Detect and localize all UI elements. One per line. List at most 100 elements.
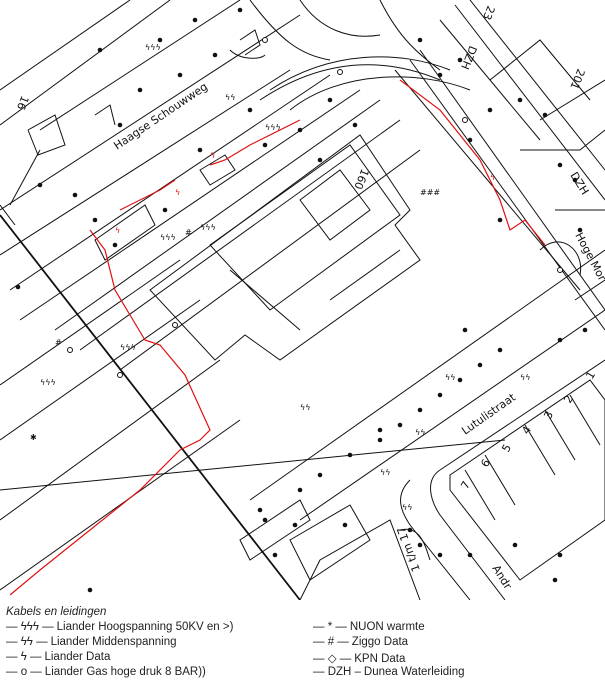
hash-icon: — # — bbox=[313, 636, 349, 648]
svg-text:ϟ: ϟ bbox=[490, 173, 495, 182]
pole-marker bbox=[417, 37, 423, 43]
legend-item-gas: — o —Liander Gas hoge druk 8 BAR)) bbox=[6, 666, 206, 678]
circle-icon: — o — bbox=[6, 666, 42, 678]
svg-text:ϟϟϟ: ϟϟϟ bbox=[160, 233, 176, 242]
pole-marker bbox=[197, 147, 203, 153]
legend-item-ziggo: — # —Ziggo Data bbox=[313, 636, 408, 648]
svg-text:ϟϟ: ϟϟ bbox=[300, 403, 311, 412]
pole-marker bbox=[347, 452, 353, 458]
svg-text:###: ### bbox=[420, 188, 440, 197]
buildings bbox=[0, 134, 605, 600]
pole-marker bbox=[15, 284, 21, 290]
building-label-201: 201 bbox=[567, 67, 587, 91]
pole-marker bbox=[137, 87, 143, 93]
asterisk-icon: — * — bbox=[313, 621, 347, 633]
gas-marker bbox=[557, 267, 563, 273]
pole-marker bbox=[257, 507, 263, 513]
pole-marker bbox=[377, 437, 383, 443]
pole-marker bbox=[487, 107, 493, 113]
pole-markers bbox=[15, 7, 588, 593]
pole-marker bbox=[327, 97, 333, 103]
svg-text:ϟϟ: ϟϟ bbox=[520, 373, 531, 382]
pole-marker bbox=[497, 347, 503, 353]
svg-text:ϟ: ϟ bbox=[210, 151, 215, 160]
pole-marker bbox=[292, 522, 298, 528]
legend-label: Liander Gas hoge druk 8 BAR)) bbox=[44, 666, 206, 678]
pole-marker bbox=[162, 207, 168, 213]
svg-text:ϟ: ϟ bbox=[115, 226, 120, 235]
pole-marker bbox=[237, 7, 243, 13]
network-label-dzh-2: DZH bbox=[567, 170, 591, 197]
pole-marker bbox=[112, 242, 118, 248]
svg-text:ϟϟ: ϟϟ bbox=[445, 373, 456, 382]
gas-marker bbox=[67, 347, 73, 353]
gas-marker bbox=[172, 322, 178, 328]
legend-item-dunea: — DZH –Dunea Waterleiding bbox=[313, 666, 465, 678]
pole-marker bbox=[262, 517, 268, 523]
legend-label: Liander Hoogspanning 50KV en >) bbox=[56, 621, 234, 633]
pole-marker bbox=[542, 112, 548, 118]
pole-marker bbox=[317, 472, 323, 478]
pole-marker bbox=[497, 217, 503, 223]
legend-label: Liander Middenspanning bbox=[50, 636, 177, 648]
diamond-icon: — ◇ — bbox=[313, 653, 352, 665]
pole-marker bbox=[157, 37, 163, 43]
building-label-16: 16 bbox=[14, 94, 31, 112]
pole-marker bbox=[457, 57, 463, 63]
pole-marker bbox=[377, 427, 383, 433]
legend: Kabels en leidingen — ϟϟϟ —Liander Hoogs… bbox=[6, 606, 605, 686]
pole-marker bbox=[467, 137, 473, 143]
legend-label: KPN Data bbox=[354, 653, 406, 665]
building-label-23: 23 bbox=[480, 4, 497, 22]
house-number-4: 4 bbox=[519, 424, 534, 437]
legend-label: Dunea Waterleiding bbox=[363, 666, 465, 678]
dzh-label-icon: — DZH – bbox=[313, 666, 361, 678]
gas-marker bbox=[262, 37, 268, 43]
svg-text:ϟϟ: ϟϟ bbox=[225, 93, 236, 102]
legend-label: Ziggo Data bbox=[351, 636, 409, 648]
svg-text:ϟϟϟ: ϟϟϟ bbox=[265, 123, 281, 132]
legend-item-kpn: — ◇ —KPN Data bbox=[313, 651, 405, 665]
legend-label: NUON warmte bbox=[349, 621, 425, 633]
pole-marker bbox=[37, 182, 43, 188]
pole-marker bbox=[477, 362, 483, 368]
svg-text:ϟϟϟ: ϟϟϟ bbox=[40, 378, 56, 387]
pole-marker bbox=[572, 177, 578, 183]
pole-marker bbox=[557, 337, 563, 343]
svg-text:ϟϟϟ: ϟϟϟ bbox=[120, 343, 136, 352]
pole-marker bbox=[192, 17, 198, 23]
street-label-lutulistraat: Lutulistraat bbox=[459, 390, 518, 437]
svg-text:ϟϟ: ϟϟ bbox=[402, 503, 413, 512]
house-number-7: 7 bbox=[458, 479, 473, 492]
pole-marker bbox=[582, 327, 588, 333]
svg-text:ϟϟ: ϟϟ bbox=[380, 468, 391, 477]
pole-marker bbox=[407, 527, 413, 533]
svg-text:#: # bbox=[185, 228, 192, 237]
house-number-3: 3 bbox=[541, 409, 556, 422]
pole-marker bbox=[517, 97, 523, 103]
pole-marker bbox=[262, 142, 268, 148]
pole-marker bbox=[272, 552, 278, 558]
pole-marker bbox=[457, 377, 463, 383]
road-lines bbox=[0, 0, 605, 600]
pole-marker bbox=[557, 552, 563, 558]
pole-marker bbox=[92, 217, 98, 223]
pole-marker bbox=[512, 542, 518, 548]
pole-marker bbox=[352, 122, 358, 128]
cable-symbols: ϟϟϟ ϟϟ ϟϟϟ ϟϟϟ ϟϟϟ ϟϟϟ ϟϟϟ ϟϟ ϟϟ ϟϟ ϟϟ ϟ… bbox=[30, 43, 531, 512]
pole-marker bbox=[317, 157, 323, 163]
svg-text:ϟϟ: ϟϟ bbox=[415, 428, 426, 437]
pole-marker bbox=[437, 392, 443, 398]
gas-marker bbox=[462, 117, 468, 123]
pole-marker bbox=[247, 107, 253, 113]
legend-label: Liander Data bbox=[44, 651, 111, 663]
pole-marker bbox=[397, 422, 403, 428]
svg-text:ϟ: ϟ bbox=[175, 188, 180, 197]
pole-marker bbox=[557, 162, 563, 168]
svg-text:#: # bbox=[55, 338, 62, 347]
legend-item-liander-data: — ϟ —Liander Data bbox=[6, 651, 110, 663]
network-label-dzh-1: DZH bbox=[458, 44, 479, 71]
pole-marker bbox=[117, 122, 123, 128]
legend-title: Kabels en leidingen bbox=[6, 606, 107, 618]
legend-item-nuon: — * —NUON warmte bbox=[313, 621, 425, 633]
